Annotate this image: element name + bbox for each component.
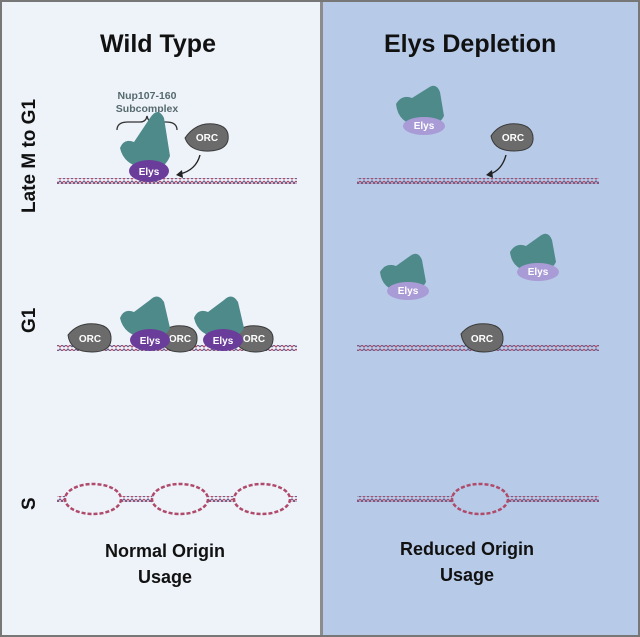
subcomplex-brace	[116, 115, 178, 131]
dna-strand-right-late-m	[357, 178, 599, 184]
orc-label: ORC	[169, 334, 191, 345]
orc-late-m-left: ORC	[184, 123, 229, 152]
nup-subcomplex-label: Nup107-160 Subcomplex	[104, 90, 190, 116]
normal-origin-caption: Normal Origin Usage	[70, 538, 260, 590]
elys-depletion-title: Elys Depletion	[384, 30, 557, 58]
nup-elys-unbound-late-m: Elys	[396, 85, 445, 135]
orc-label: ORC	[502, 133, 524, 144]
nup-elys-orc-complex-g1-2: ORC Elys	[194, 296, 274, 353]
wild-type-title: Wild Type	[100, 30, 216, 58]
nup-elys-complex-late-m: Elys	[120, 112, 170, 182]
nup-elys-unbound-g1-2: Elys	[510, 233, 559, 281]
replication-bubble	[63, 482, 123, 516]
reduced-origin-caption: Reduced Origin Usage	[372, 536, 562, 588]
elys-label: Elys	[213, 336, 234, 347]
reduced-origin-caption-line2: Usage	[439, 565, 495, 585]
arrow-orc-to-dna	[489, 154, 507, 175]
elys-label: Elys	[414, 121, 435, 132]
elys-label: Elys	[140, 336, 161, 347]
dna-s-phase-left	[57, 482, 297, 516]
elys-depletion-panel	[322, 2, 638, 635]
orc-late-m-right: ORC	[490, 123, 534, 152]
elys-label: Elys	[528, 267, 549, 278]
normal-origin-caption-line2: Usage	[137, 567, 193, 587]
elys-label: Elys	[398, 286, 419, 297]
nup-elys-unbound-g1-1: Elys	[380, 253, 429, 300]
panel-divider	[320, 2, 323, 635]
replication-bubble	[232, 482, 292, 516]
orc-label: ORC	[196, 133, 218, 144]
nup-subcomplex-label-line2: Subcomplex	[115, 103, 179, 115]
dna-strand-left-late-m	[57, 178, 297, 184]
orc-label: ORC	[471, 334, 493, 345]
orc-label: ORC	[79, 334, 101, 345]
replication-bubble	[150, 482, 210, 516]
orc-g1-left-1: ORC	[67, 323, 112, 353]
nup-subcomplex-label-line1: Nup107-160	[117, 90, 177, 102]
normal-origin-caption-line1: Normal Origin	[104, 541, 225, 561]
dna-s-phase-right	[357, 482, 599, 516]
orc-g1-right: ORC	[460, 323, 504, 353]
reduced-origin-caption-line1: Reduced Origin	[399, 539, 534, 559]
orc-label: ORC	[243, 334, 265, 345]
elys-label: Elys	[139, 167, 160, 178]
replication-bubble	[450, 482, 510, 516]
nup-elys-orc-complex-g1-1: ORC Elys	[120, 296, 198, 353]
arrow-orc-to-elys	[179, 154, 201, 175]
